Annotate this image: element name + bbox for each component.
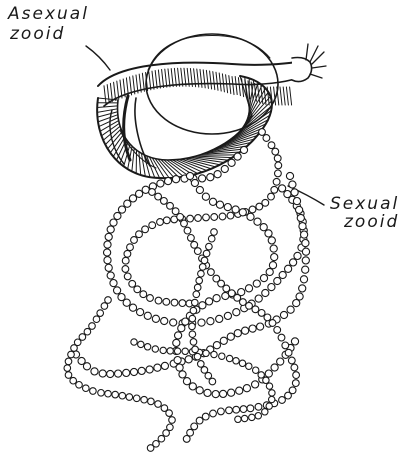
sexual-label-line2: zooid [344, 214, 399, 231]
zooid-head [292, 44, 326, 82]
asexual-label-line1: Asexual [8, 6, 89, 23]
sexual-zooid-chain [64, 129, 310, 452]
asexual-leader-line [86, 46, 110, 70]
sexual-label-line1: Sexual [330, 196, 399, 213]
asexual-label-line2: zooid [10, 26, 65, 43]
